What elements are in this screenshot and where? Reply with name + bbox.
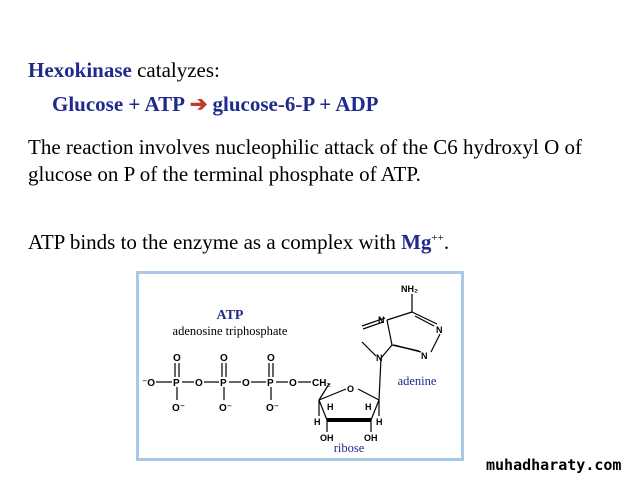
atom-o-bottom2: O⁻ bbox=[219, 403, 232, 414]
atom-n3: N bbox=[421, 351, 428, 361]
reaction-left: Glucose + ATP bbox=[52, 92, 185, 116]
reaction-equation: Glucose + ATP➔glucose-6-P + ADP bbox=[52, 92, 378, 117]
atom-o-top3: O bbox=[267, 353, 275, 364]
atom-p1: P bbox=[173, 378, 180, 389]
atom-ch2: CH₂ bbox=[312, 378, 331, 389]
mechanism-paragraph: The reaction involves nucleophilic attac… bbox=[28, 135, 583, 186]
mg-ion: Mg bbox=[401, 230, 432, 254]
atom-o-minus-left: ⁻O bbox=[142, 378, 155, 389]
mg-complex-paragraph: ATP binds to the enzyme as a complex wit… bbox=[28, 230, 449, 255]
atom-o-bridge1: O bbox=[195, 378, 203, 389]
atom-ring-o: O bbox=[347, 384, 354, 394]
adenine-label: adenine bbox=[398, 374, 437, 388]
atom-h-c2: H bbox=[376, 417, 383, 427]
atom-o-bridge3: O bbox=[289, 378, 297, 389]
atom-p3: P bbox=[267, 378, 274, 389]
atom-oh-c2: OH bbox=[364, 433, 378, 443]
atom-h-c4: H bbox=[327, 402, 334, 412]
atom-o-top1: O bbox=[173, 353, 181, 364]
atom-o-top2: O bbox=[220, 353, 228, 364]
atom-o-bottom3: O⁻ bbox=[266, 403, 279, 414]
enzyme-name: Hexokinase bbox=[28, 58, 132, 82]
atp-structure-figure: ATP adenosine triphosphate bbox=[136, 271, 464, 461]
atp-structure-diagram: ATP adenosine triphosphate bbox=[142, 284, 443, 455]
atom-nh2: NH₂ bbox=[401, 284, 418, 294]
figure-subtitle: adenosine triphosphate bbox=[173, 324, 288, 338]
ribose-atoms: O H H H H OH OH bbox=[314, 384, 383, 443]
atom-o-bridge2: O bbox=[242, 378, 250, 389]
reaction-arrow-icon: ➔ bbox=[189, 92, 208, 116]
phosphate-atoms: ⁻O P O P O P O CH₂ O O O O⁻ O⁻ O⁻ bbox=[142, 353, 331, 414]
atom-oh-c3: OH bbox=[320, 433, 334, 443]
ribose-label: ribose bbox=[334, 441, 365, 455]
atom-n1: N bbox=[436, 325, 443, 335]
heading-line: Hexokinase catalyzes: bbox=[28, 58, 220, 83]
figure-title: ATP bbox=[217, 308, 244, 323]
mg-charge: ++ bbox=[431, 232, 444, 244]
atom-h-c3: H bbox=[314, 417, 321, 427]
mg-end: . bbox=[443, 230, 450, 254]
site-watermark: muhadharaty.com bbox=[486, 456, 622, 474]
atom-o-bottom1: O⁻ bbox=[172, 403, 185, 414]
atom-p2: P bbox=[220, 378, 227, 389]
mg-text: ATP binds to the enzyme as a complex wit… bbox=[28, 230, 402, 254]
heading-verb: catalyzes: bbox=[137, 58, 220, 82]
atom-n9: N bbox=[376, 353, 383, 363]
atom-n7: N bbox=[378, 315, 385, 325]
adenine-atoms: NH₂ N N N N bbox=[376, 284, 443, 363]
atom-h-c1: H bbox=[365, 402, 372, 412]
reaction-right: glucose-6-P + ADP bbox=[212, 92, 379, 116]
bond-lines bbox=[156, 294, 441, 432]
